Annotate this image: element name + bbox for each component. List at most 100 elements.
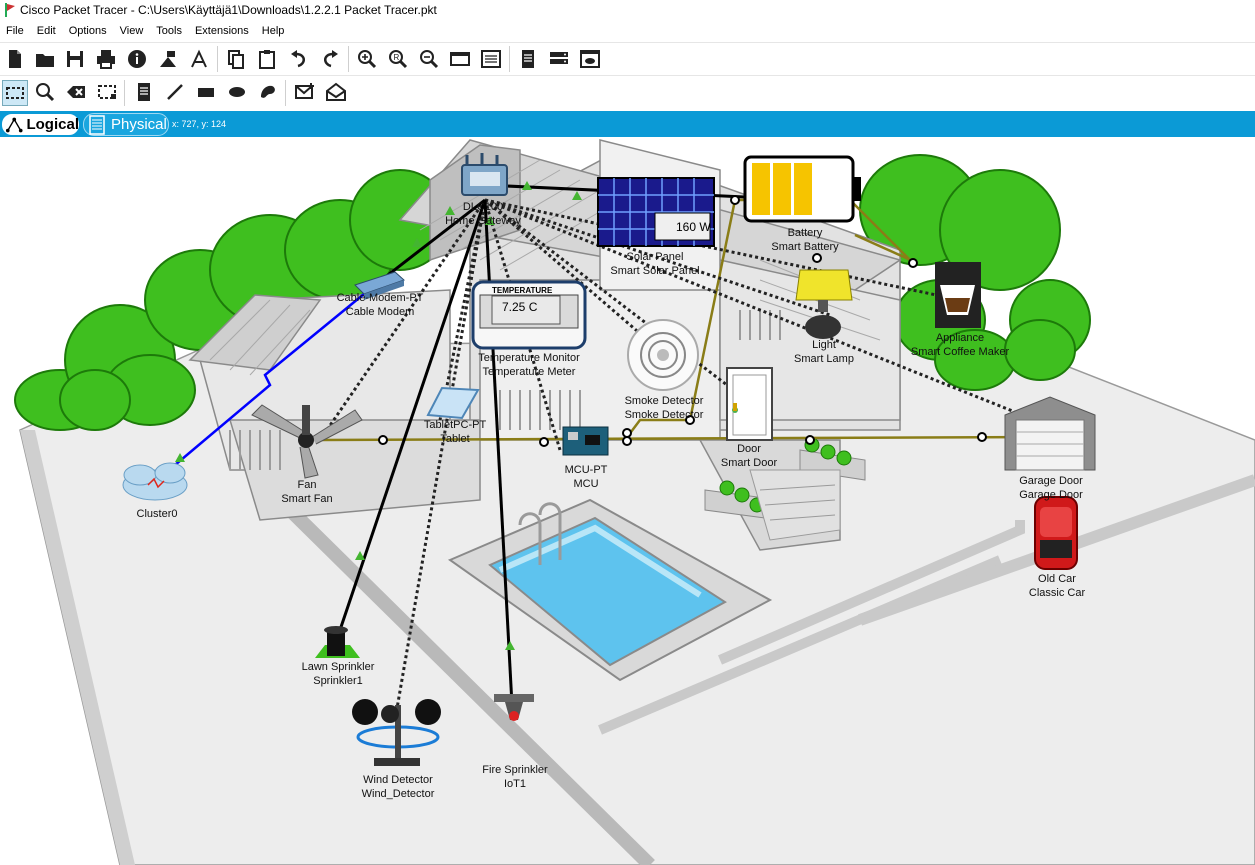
activity-wizard-icon[interactable] [187,47,211,71]
toolbar-separator [217,46,218,72]
menu-tools[interactable]: Tools [156,25,182,37]
menu-bar: File Edit Options View Tools Extensions … [0,22,1255,40]
zoom-out-icon[interactable] [417,47,441,71]
toolbar-separator [124,80,125,106]
tab-logical[interactable]: Logical [1,113,80,136]
temperature-header: TEMPERATURE [492,286,553,295]
info-icon[interactable] [125,47,149,71]
resize-shape-icon[interactable] [95,80,119,104]
open-folder-icon[interactable] [33,47,57,71]
menu-edit[interactable]: Edit [36,25,56,37]
workspace-scene [14,139,1255,865]
undo-icon[interactable] [287,47,311,71]
menu-file[interactable]: File [6,25,24,37]
title-bar: Cisco Packet Tracer - C:\Users\Käyttäjä1… [0,0,1255,20]
tool-toolbar [0,76,1255,110]
add-simple-pdu-icon[interactable] [293,80,317,104]
print-icon[interactable] [94,47,118,71]
shrubs [719,437,852,513]
tablet-device [426,386,480,420]
place-note-icon[interactable] [132,80,156,104]
svg-text:R: R [394,53,400,62]
solar-power-readout: 160 W [676,220,711,234]
temperature-monitor-device [471,280,587,350]
add-complex-pdu-icon[interactable] [324,80,348,104]
menu-help[interactable]: Help [261,25,285,37]
draw-rectangle-icon[interactable] [194,80,218,104]
workspace-tab-bar: Logical Physical [0,111,1255,137]
menu-options[interactable]: Options [68,25,107,37]
menu-extensions[interactable]: Extensions [194,25,249,37]
link-endpoints [378,195,987,447]
drawing-palette-icon[interactable] [448,47,472,71]
temperature-value: 7.25 C [502,300,538,314]
main-toolbar: R [0,42,1255,76]
zoom-in-icon[interactable] [355,47,379,71]
network-wizard-icon[interactable] [156,47,180,71]
door-device [726,367,773,441]
copy-icon[interactable] [224,47,248,71]
window-title: Cisco Packet Tracer - C:\Users\Käyttäjä1… [20,3,437,17]
custom-device-dialog-icon[interactable] [479,47,503,71]
front-steps [749,469,841,541]
link-status-indicators [175,181,582,650]
classic-car-device [1034,496,1078,570]
fire-sprinkler-device [494,694,534,721]
tab-physical-label: Physical [111,116,167,133]
zoom-reset-icon[interactable]: R [386,47,410,71]
new-file-icon[interactable] [3,47,27,71]
draw-ellipse-icon[interactable] [225,80,249,104]
delete-tool-icon[interactable] [64,80,88,104]
smoke-detector-device [627,319,699,391]
tab-physical[interactable]: Physical [83,113,169,136]
cloud-window-icon[interactable] [578,47,602,71]
menu-view[interactable]: View [119,25,144,37]
save-icon[interactable] [63,47,87,71]
cluster-label[interactable]: Cluster0 [136,508,178,520]
toolbar-separator [285,80,286,106]
solar-panel-device [597,177,715,247]
right-tree-cluster [859,154,1091,391]
select-tool-icon[interactable] [2,80,28,106]
draw-line-icon[interactable] [163,80,187,104]
paste-icon[interactable] [255,47,279,71]
cursor-coordinates: x: 727, y: 124 [172,119,227,129]
cluster-cloud-device [122,462,188,501]
redo-icon[interactable] [318,47,342,71]
notes-icon[interactable] [516,47,540,71]
draw-freeform-icon[interactable] [256,80,280,104]
porch-railing [229,310,781,470]
wind-detector-device [352,699,441,766]
battery-device [743,155,861,223]
garage-door-device [1004,396,1096,471]
smart-fan-device [251,404,363,479]
logical-view-icon [5,117,23,132]
coffee-maker-device [935,262,981,328]
coaxial-link [174,284,376,466]
mcu-device [562,426,609,456]
swimming-pool [447,498,773,682]
lawn-sprinkler-device [315,626,360,658]
home-gateway-device [461,153,508,196]
device-list-icon[interactable] [547,47,571,71]
toolbar-separator [509,46,510,72]
inspect-tool-icon[interactable] [33,80,57,104]
